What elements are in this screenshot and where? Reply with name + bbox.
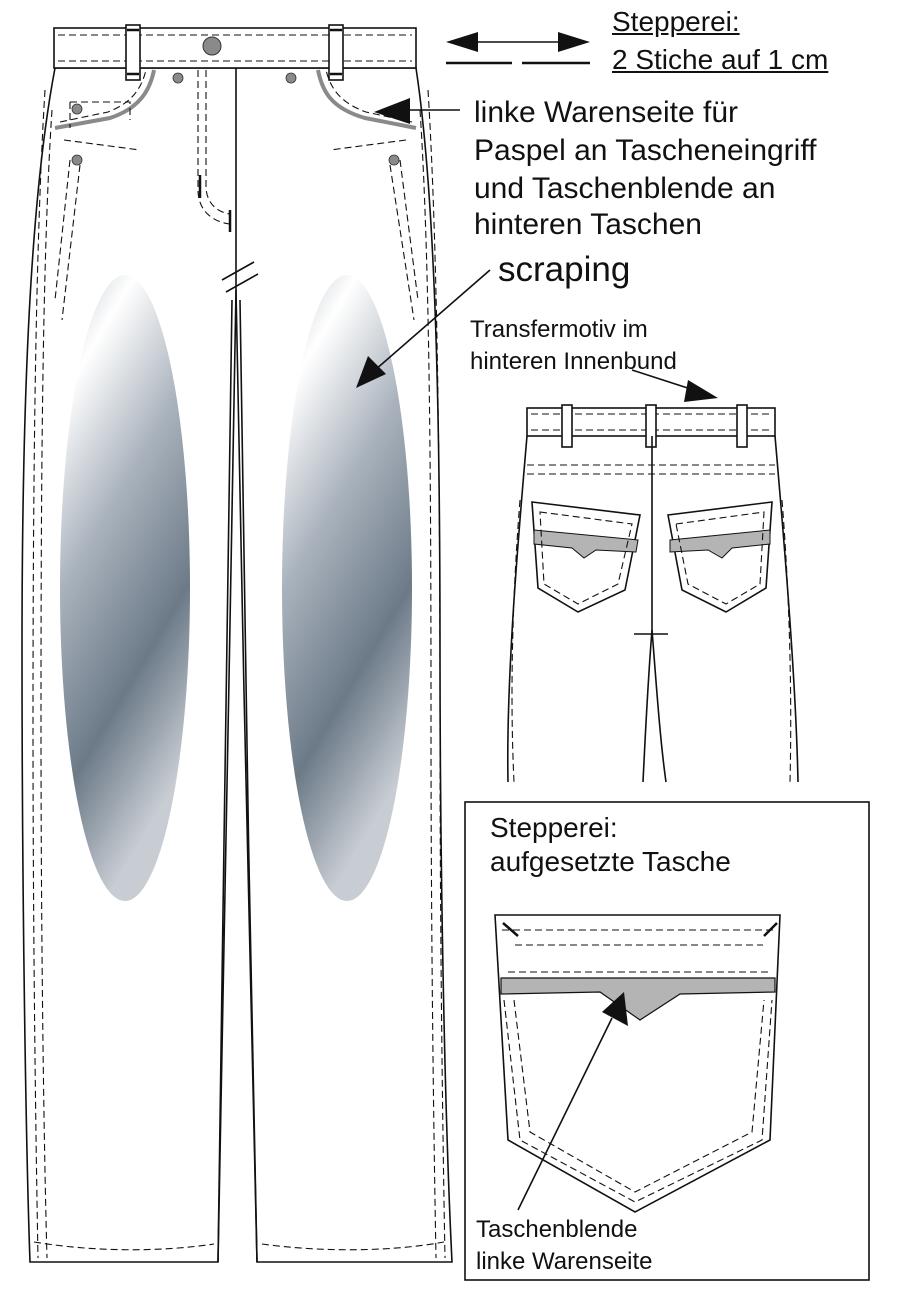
- stitch-arrow: [446, 32, 590, 65]
- scraping-label: scraping: [498, 250, 631, 289]
- back-pocket-right: [667, 501, 773, 613]
- transfer-note-line-2: hinteren Innenbund: [470, 348, 677, 375]
- facing-label-line-2: linke Warenseite: [476, 1248, 653, 1275]
- pocket-detail-title-line-1: Stepperei:: [490, 812, 618, 843]
- back-pocket-left: [531, 501, 641, 613]
- pocket-detail-box: [464, 801, 870, 1281]
- pocket-detail-title-line-2: aufgesetzte Tasche: [490, 846, 731, 877]
- front-view-jeans: [21, 24, 453, 1263]
- front-pocket-piping-left: [54, 69, 156, 130]
- waist-button: [202, 36, 222, 56]
- pocket-facing-strip: [500, 977, 776, 1021]
- transfer-arrow: [631, 369, 718, 402]
- piping-arrow: [374, 98, 460, 124]
- stitch-note-detail: 2 Stiche auf 1 cm: [612, 44, 829, 75]
- belt-loop-front-left: [125, 24, 141, 81]
- scraping-arrow: [356, 269, 491, 388]
- wrong-side-note-line-1: linke Warenseite für: [474, 96, 738, 129]
- wrong-side-note-line-2: Paspel an Tascheneingriff: [474, 134, 817, 167]
- front-right-leg: [235, 67, 453, 1263]
- scraping-area-right: [282, 275, 412, 901]
- back-view-jeans: [506, 404, 799, 783]
- front-pocket-piping-right: [316, 69, 417, 130]
- scraping-area-left: [60, 275, 190, 901]
- wrong-side-note-line-3: und Taschenblende an: [474, 172, 776, 205]
- stitch-note-title: Stepperei:: [612, 6, 740, 37]
- transfer-note-line-1: Transfermotiv im: [470, 316, 648, 343]
- wrong-side-note-line-4: hinteren Taschen: [474, 208, 702, 241]
- belt-loop-front-right: [328, 24, 344, 81]
- facing-label-line-1: Taschenblende: [476, 1216, 638, 1243]
- front-left-leg: [21, 67, 237, 1263]
